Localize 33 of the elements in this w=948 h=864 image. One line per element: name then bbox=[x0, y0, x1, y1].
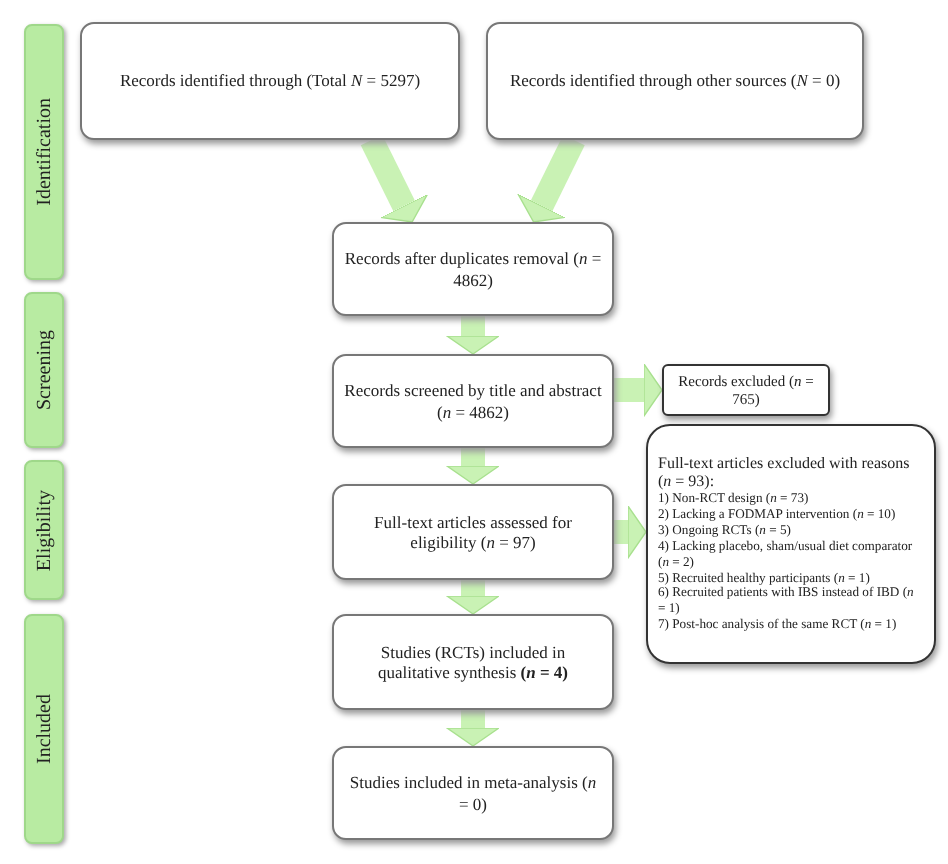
block-arrow bbox=[360, 134, 429, 223]
box-text: Studies (RCTs) included in qualitative synthesis (n = 4) bbox=[375, 641, 571, 683]
block-arrow bbox=[446, 316, 500, 355]
stage-label: Identification bbox=[33, 98, 55, 206]
stage-label: Screening bbox=[33, 330, 55, 410]
box-text: Records after duplicates removal (n = 4862) bbox=[344, 248, 602, 290]
stage-band bbox=[24, 614, 64, 844]
block-arrow bbox=[446, 710, 500, 747]
stage-band bbox=[24, 292, 64, 448]
box-text: Records screened by title and abstract (n = 4862) bbox=[344, 380, 602, 422]
block-arrow bbox=[614, 363, 663, 417]
block-arrow bbox=[446, 580, 500, 615]
stage-band bbox=[24, 460, 64, 600]
stage-band bbox=[24, 24, 64, 280]
process-box bbox=[332, 614, 614, 710]
stage-label: Included bbox=[33, 694, 55, 764]
process-box bbox=[486, 22, 864, 140]
stage-label: Eligibility bbox=[33, 489, 55, 571]
process-box bbox=[332, 222, 614, 316]
box-text: Studies included in meta-analysis (n = 0) bbox=[347, 772, 599, 814]
block-arrow bbox=[446, 448, 500, 485]
block-arrow bbox=[614, 505, 647, 559]
box-text: Records identified through other sources (N = 0) bbox=[509, 70, 841, 92]
box-text: Full-text articles excluded with reasons (n = 93): bbox=[658, 453, 912, 492]
block-arrow bbox=[517, 134, 585, 223]
process-box bbox=[332, 484, 614, 580]
process-box bbox=[332, 354, 614, 448]
box-text: Full-text articles assessed for eligibility (n = 97) bbox=[372, 511, 574, 553]
process-box bbox=[662, 364, 830, 416]
box-text: Records identified through (Total N = 5297) bbox=[119, 70, 421, 92]
exclusion-box bbox=[646, 424, 936, 664]
process-box bbox=[332, 746, 614, 840]
process-box bbox=[80, 22, 460, 140]
